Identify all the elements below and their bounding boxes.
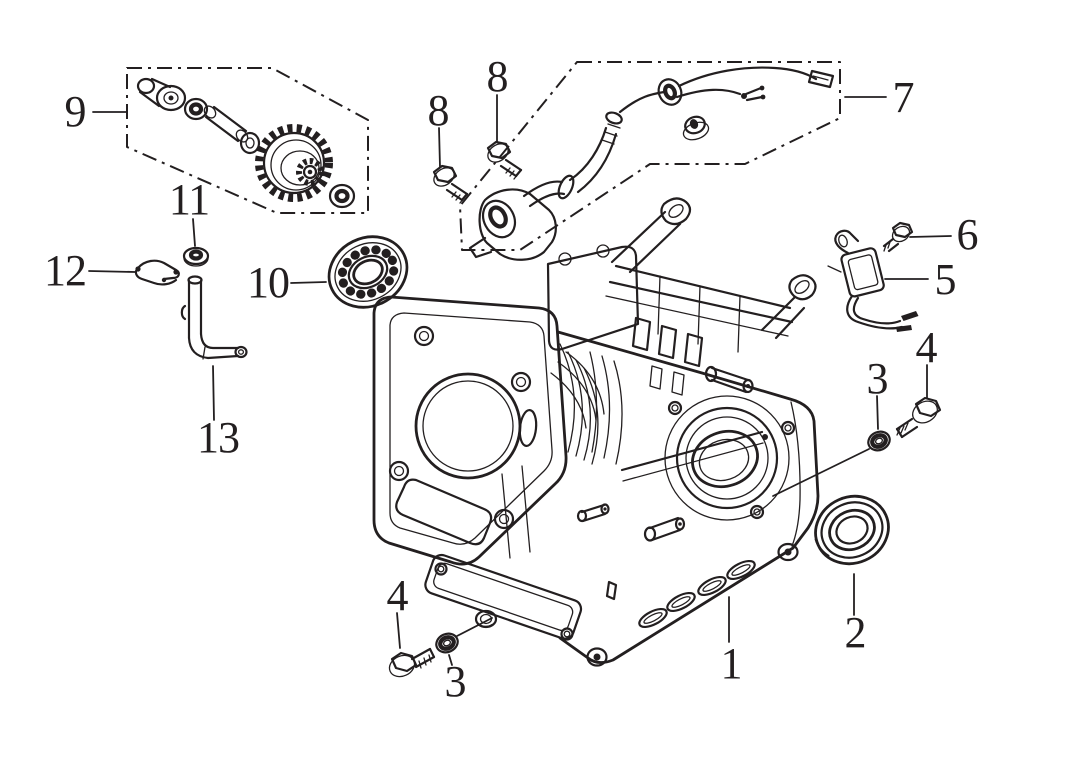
group-box-camshaft xyxy=(126,67,369,214)
switch-bolt-part xyxy=(882,221,914,253)
leader-lines xyxy=(88,94,952,666)
callout-9: 9 xyxy=(64,87,87,136)
vent-slots xyxy=(605,559,756,629)
ball-bearing-part xyxy=(327,235,409,309)
oil-seal-part xyxy=(814,494,890,566)
washer-bottom-part xyxy=(435,632,459,654)
callout-3-right: 3 xyxy=(866,354,889,403)
sump-rail xyxy=(424,553,583,641)
callout-5: 5 xyxy=(934,255,957,304)
oil-pipe-part xyxy=(180,275,248,360)
studs xyxy=(576,365,754,542)
top-bracket xyxy=(605,197,817,396)
camshaft-assembly-part xyxy=(136,77,356,209)
clip-part xyxy=(134,259,180,286)
callout-3-bottom: 3 xyxy=(444,657,467,706)
group-box-breather-wires xyxy=(459,61,841,251)
flange-bolt-bottom-part xyxy=(388,647,436,678)
callout-4-right: 4 xyxy=(915,323,938,372)
callout-10: 10 xyxy=(247,258,290,307)
breather-and-harness-part xyxy=(468,66,835,261)
crankcase-part xyxy=(372,197,820,667)
washer-right-part xyxy=(867,430,891,452)
crank-bore-boss xyxy=(664,395,796,521)
callout-8-left: 8 xyxy=(427,86,450,135)
breather-bolt-left-part xyxy=(432,164,469,204)
sealing-washer-part xyxy=(182,246,210,267)
callout-11: 11 xyxy=(168,175,210,224)
callout-12: 12 xyxy=(44,246,87,295)
callout-8-right: 8 xyxy=(486,52,509,101)
callout-4-bottom: 4 xyxy=(386,571,409,620)
breather-bolt-right-part xyxy=(486,140,523,180)
callout-7: 7 xyxy=(892,73,915,122)
callout-6: 6 xyxy=(956,210,979,259)
callout-13: 13 xyxy=(197,413,240,462)
oil-switch-part xyxy=(827,229,919,332)
callout-1: 1 xyxy=(720,639,743,688)
flange-bolt-holes xyxy=(388,325,532,530)
flange-bolt-right-part xyxy=(895,396,942,439)
callout-2: 2 xyxy=(844,608,867,657)
